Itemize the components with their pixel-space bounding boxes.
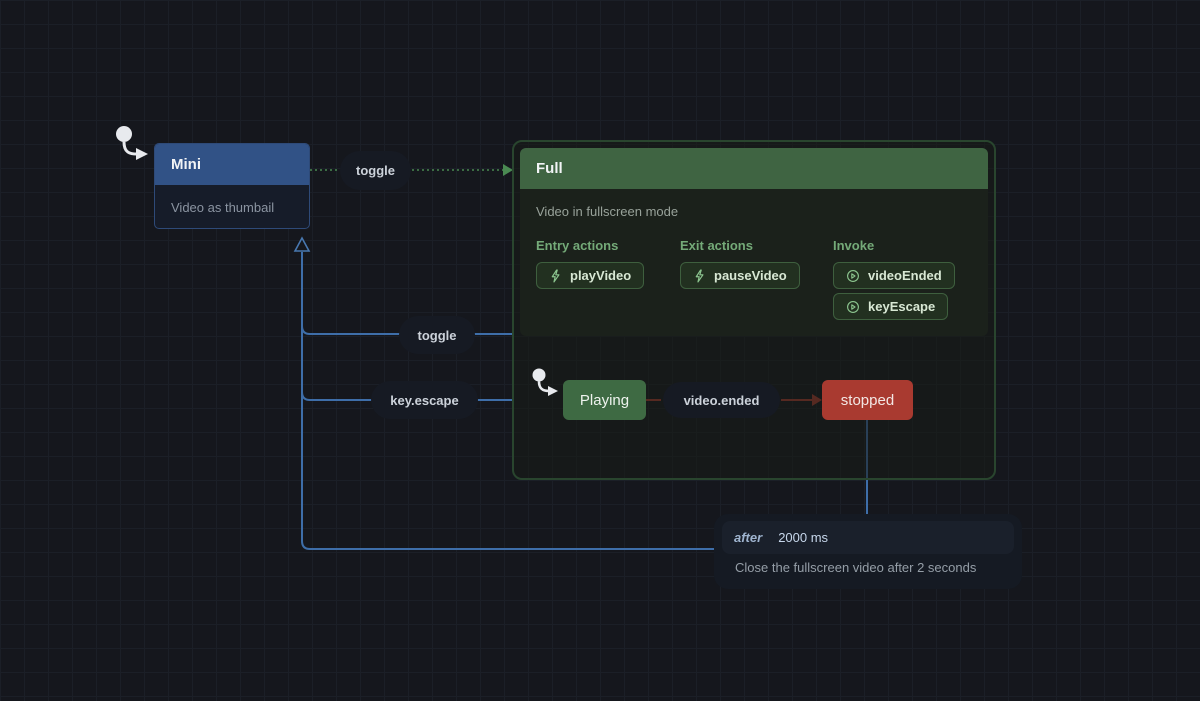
state-stopped-title: stopped [840,391,895,409]
entry-actions-label: Entry actions [536,238,619,253]
state-node-mini[interactable]: Mini Video as thumbail [154,143,310,229]
state-node-playing[interactable]: Playing [563,380,646,420]
invoke-label: Invoke [833,238,875,253]
event-label: key.escape [390,392,459,408]
play-circle-icon [847,300,859,313]
state-node-full[interactable]: Full Video in fullscreen mode Entry acti… [512,140,996,480]
event-label: video.ended [683,392,760,408]
entry-actions-column: Entry actions playVideo [536,238,645,293]
event-pill-key-escape[interactable]: key.escape [371,381,478,419]
after-keyword: after [734,530,763,545]
delay-duration: 2000 ms [778,530,829,545]
event-label: toggle [356,163,395,178]
invoke-source-label: videoEnded [868,268,942,283]
initial-state-marker-playing [532,368,558,396]
lightning-icon [695,268,704,283]
state-mini-description: Video as thumbail [171,199,275,215]
exit-actions-label: Exit actions [680,238,753,253]
state-mini-header[interactable]: Mini [155,144,309,185]
invoke-column: Invoke videoEnded keyEscape [833,238,955,324]
exit-action-chip-pausevideo[interactable]: pauseVideo [680,262,800,289]
entry-action-chip-playvideo[interactable]: playVideo [536,262,645,289]
arrowhead-into-mini [293,236,311,252]
state-full-header[interactable]: Full [520,148,988,189]
state-full-content: Full Video in fullscreen mode Entry acti… [520,148,988,336]
initial-state-marker-mini [116,126,148,160]
state-node-stopped[interactable]: stopped [822,380,913,420]
delay-transition-row[interactable]: after 2000 ms [722,521,1014,554]
state-full-description: Video in fullscreen mode [536,204,679,219]
event-pill-toggle-to-full[interactable]: toggle [340,151,411,190]
state-mini-body: Video as thumbail [155,185,309,228]
action-label: pauseVideo [714,268,787,283]
delay-transition-note[interactable]: after 2000 ms Close the fullscreen video… [714,514,1022,589]
state-full-title: Full [536,160,563,177]
delay-description: Close the fullscreen video after 2 secon… [735,560,977,575]
play-circle-icon [847,269,859,282]
invoke-chip-videoended[interactable]: videoEnded [833,262,955,289]
event-pill-video-ended[interactable]: video.ended [663,382,780,418]
exit-actions-column: Exit actions pauseVideo [680,238,800,293]
invoke-chip-keyescape[interactable]: keyEscape [833,293,949,320]
state-mini-title: Mini [171,156,201,173]
event-pill-toggle-to-mini[interactable]: toggle [399,316,475,354]
state-playing-title: Playing [579,391,630,409]
arrowhead-into-full [503,164,513,176]
invoke-source-label: keyEscape [868,299,936,314]
lightning-icon [551,268,560,283]
event-label: toggle [417,327,457,343]
action-label: playVideo [570,268,632,283]
